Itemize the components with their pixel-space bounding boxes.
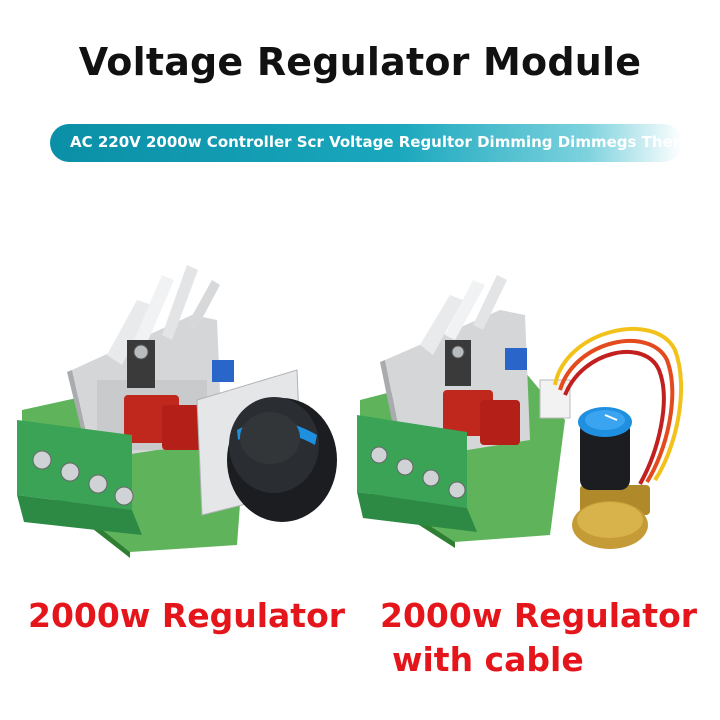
potentiometer bbox=[572, 485, 650, 549]
screw-icon bbox=[451, 345, 465, 359]
product-caption-regulator: 2000w Regulator bbox=[28, 596, 346, 635]
screw-icon bbox=[133, 344, 149, 360]
wire-connector bbox=[539, 379, 571, 419]
subtitle-text: AC 220V 2000w Controller Scr Voltage Reg… bbox=[70, 133, 682, 151]
terminal-block bbox=[357, 415, 477, 532]
product-image-regulator bbox=[17, 265, 337, 558]
cable bbox=[553, 326, 684, 485]
capacitor bbox=[480, 400, 520, 445]
terminal-block bbox=[17, 420, 142, 535]
knob bbox=[578, 407, 632, 490]
trimmer bbox=[212, 360, 234, 382]
subtitle-banner: AC 220V 2000w Controller Scr Voltage Reg… bbox=[50, 124, 682, 162]
product-caption-regulator-with-cable: 2000w Regulator bbox=[380, 596, 698, 635]
knob bbox=[227, 397, 337, 522]
trimmer bbox=[505, 348, 527, 370]
capacitor bbox=[162, 405, 207, 450]
product-image-regulator-with-cable bbox=[357, 275, 684, 549]
product-caption-regulator-with-cable-line2: with cable bbox=[392, 640, 584, 679]
page-title: Voltage Regulator Module bbox=[78, 40, 642, 84]
